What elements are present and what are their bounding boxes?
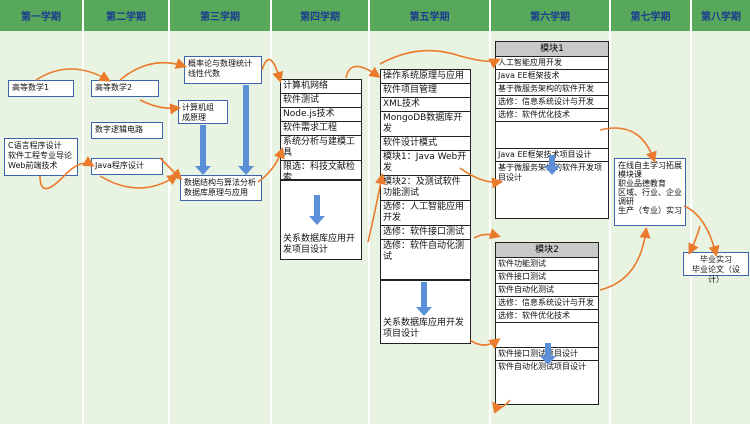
course-label: 软件工程专业导论 — [8, 151, 72, 160]
activity-label: 毕业论文（设计） — [692, 265, 740, 284]
course-item: 软件接口测试 — [496, 271, 598, 284]
project-label: 关系数据库应用开发项目设计 — [283, 234, 356, 255]
course-label: 数据库原理与应用 — [184, 188, 248, 197]
down-arrow — [309, 195, 325, 225]
semester-header-6: 第六学期 — [491, 0, 609, 31]
col-bg-8 — [692, 31, 750, 424]
course-probability-linear: 概率论与数理统计 线性代数 — [184, 56, 262, 84]
course-label: Java程序设计 — [95, 161, 144, 170]
course-label: 概率论与数理统计 — [188, 59, 252, 68]
course-label: 数据结构与算法分析 — [184, 178, 256, 187]
col-bg-3 — [170, 31, 270, 424]
semester-header-1: 第一学期 — [0, 0, 82, 31]
course-item: Java EE框架技术 — [496, 70, 608, 83]
course-label: 高等数学2 — [95, 83, 133, 92]
course-item: 选修：软件自动化测试 — [383, 241, 465, 262]
course-advanced-math-2: 高等数学2 — [91, 80, 159, 97]
semester-header-8: 第八学期 — [692, 0, 750, 31]
course-item: Node.js技术 — [281, 108, 361, 122]
course-label: 成原理 — [182, 113, 206, 122]
course-item: 计算机网络 — [281, 80, 361, 94]
activity-label: 职业品德教育 — [618, 179, 666, 188]
down-arrow — [540, 343, 556, 365]
module-2-panel: 模块2 软件功能测试 软件接口测试 软件自动化测试 选修：信息系统设计与开发 选… — [495, 242, 599, 405]
semester-8-activities: 毕业实习 毕业论文（设计） — [683, 252, 749, 284]
course-label: 线性代数 — [188, 69, 220, 78]
module-1-panel: 模块1 人工智能应用开发 Java EE框架技术 基于微服务架构的软件开发 选修… — [495, 41, 609, 219]
course-item: 基于微服务架构的软件开发 — [496, 83, 608, 96]
course-computer-organization: 计算机组 成原理 — [178, 100, 228, 124]
down-arrow — [195, 125, 211, 175]
course-label: 高等数学1 — [12, 83, 50, 92]
semester-4-project-box: 关系数据库应用开发项目设计 — [280, 180, 362, 260]
course-item: 选修：信息系统设计与开发 — [496, 297, 598, 310]
course-item: 限选：科技文献检索 — [283, 162, 356, 183]
module-2-title: 模块2 — [496, 243, 598, 258]
course-item: XML技术 — [381, 98, 470, 112]
course-label: C语言程序设计 — [8, 141, 62, 150]
down-arrow — [238, 85, 254, 175]
semester-4-course-list: 计算机网络 软件测试 Node.js技术 软件需求工程 系统分析与建模工具 限选… — [280, 79, 362, 183]
semester-header-4: 第四学期 — [272, 0, 368, 31]
course-label: 数字逻辑电路 — [95, 125, 143, 134]
course-item: 软件自动化测试项目设计 — [498, 362, 586, 371]
course-item: 模块1：Java Web开发 — [381, 151, 470, 176]
semester-header-3: 第三学期 — [170, 0, 270, 31]
semester-5-course-list: 操作系统原理与应用 软件项目管理 XML技术 MongoDB数据库开发 软件设计… — [380, 69, 471, 280]
course-item: 软件测试 — [281, 94, 361, 108]
course-item: 软件设计模式 — [381, 137, 470, 151]
course-item: MongoDB数据库开发 — [381, 112, 470, 137]
col-bg-7 — [611, 31, 690, 424]
activity-label: 毕业实习 — [700, 255, 732, 264]
course-advanced-math-1: 高等数学1 — [8, 80, 74, 97]
semester-header-5: 第五学期 — [370, 0, 489, 31]
down-arrow — [544, 155, 560, 175]
course-group-intro: C语言程序设计 软件工程专业导论 Web前端技术 — [4, 138, 78, 176]
activity-label: 区域、行业、企业调研 — [618, 188, 682, 206]
course-java: Java程序设计 — [91, 158, 163, 175]
course-item: 模块2：及测试软件功能测试 — [381, 176, 470, 201]
course-item: 软件功能测试 — [496, 258, 598, 271]
course-item: 软件自动化测试 — [496, 284, 598, 297]
semester-header-2: 第二学期 — [84, 0, 168, 31]
course-item: 选修：软件优化技术 — [496, 109, 608, 122]
course-item: 软件需求工程 — [281, 122, 361, 136]
course-item: 系统分析与建模工具 — [281, 136, 361, 161]
activity-label: 在线自主学习拓展模块课 — [618, 161, 682, 179]
project-label: 关系数据库应用开发项目设计 — [383, 318, 465, 339]
semester-7-activities: 在线自主学习拓展模块课 职业品德教育 区域、行业、企业调研 生产（专业）实习 — [614, 158, 686, 226]
course-digital-logic: 数字逻辑电路 — [91, 122, 163, 139]
course-item: 选修：软件优化技术 — [496, 310, 598, 323]
course-label: Web前端技术 — [8, 161, 58, 170]
down-arrow — [416, 282, 432, 316]
module-1-title: 模块1 — [496, 42, 608, 57]
course-item: 选修：软件接口测试 — [381, 226, 470, 240]
semester-header-7: 第七学期 — [611, 0, 690, 31]
course-item: 选修：人工智能应用开发 — [381, 201, 470, 226]
course-item: 人工智能应用开发 — [496, 57, 608, 70]
activity-label: 生产（专业）实习 — [618, 206, 682, 215]
course-item: 选修：信息系统设计与开发 — [496, 96, 608, 109]
course-item: 操作系统原理与应用 — [381, 70, 470, 84]
course-label: 计算机组 — [182, 103, 214, 112]
course-item: 软件项目管理 — [381, 84, 470, 98]
course-data-structures-db: 数据结构与算法分析 数据库原理与应用 — [180, 175, 262, 201]
